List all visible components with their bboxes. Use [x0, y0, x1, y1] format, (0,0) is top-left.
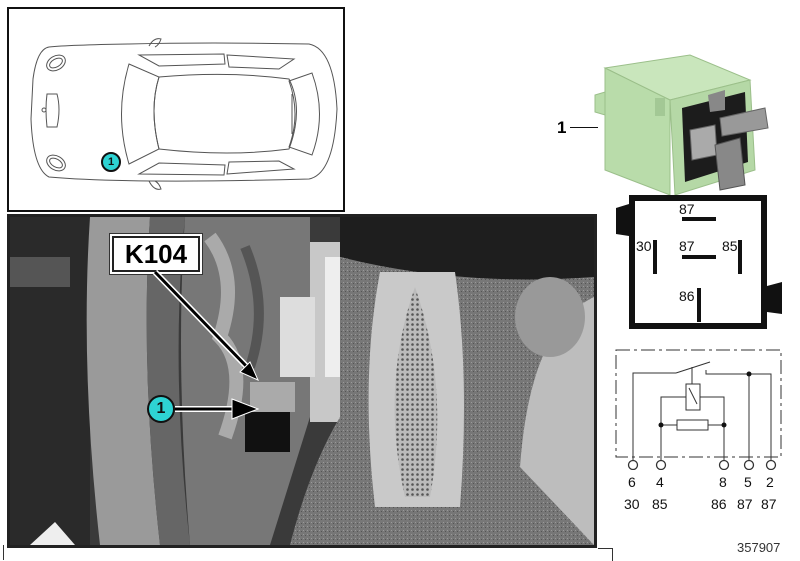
- pin-label-86: 86: [679, 288, 695, 304]
- relay-part-icon: [594, 54, 769, 195]
- pin-label-87-top: 87: [679, 201, 695, 217]
- car-outline-icon: [30, 38, 338, 190]
- installation-photo: [7, 214, 597, 548]
- terminal-number-2: 2: [766, 474, 774, 490]
- terminal-label-87-b: 87: [761, 496, 777, 512]
- left-corner-mark: [3, 545, 4, 560]
- relay-schematic: [615, 349, 782, 470]
- terminal-number-8: 8: [719, 474, 727, 490]
- terminal-number-5: 5: [744, 474, 752, 490]
- component-label-k104: K104: [112, 236, 200, 272]
- terminal-label-30: 30: [624, 496, 640, 512]
- footwell-photo-illustration: [10, 217, 594, 545]
- car-overview-panel: 1: [7, 7, 345, 212]
- pin-layout-diagram: [616, 195, 782, 329]
- pin-label-85: 85: [722, 238, 738, 254]
- terminal-number-6: 6: [628, 474, 636, 490]
- terminal-number-4: 4: [656, 474, 664, 490]
- car-location-callout: 1: [101, 152, 121, 172]
- pin-label-30: 30: [636, 238, 652, 254]
- relay-item-number: 1: [557, 118, 567, 137]
- relay-leader-line: [570, 127, 598, 128]
- terminal-label-87-a: 87: [737, 496, 753, 512]
- terminal-label-85: 85: [652, 496, 668, 512]
- corner-mark: [598, 548, 613, 561]
- diagram-id: 357907: [737, 540, 781, 555]
- pin-label-87-center: 87: [679, 238, 695, 254]
- photo-location-callout: 1: [147, 395, 175, 423]
- terminal-label-86: 86: [711, 496, 727, 512]
